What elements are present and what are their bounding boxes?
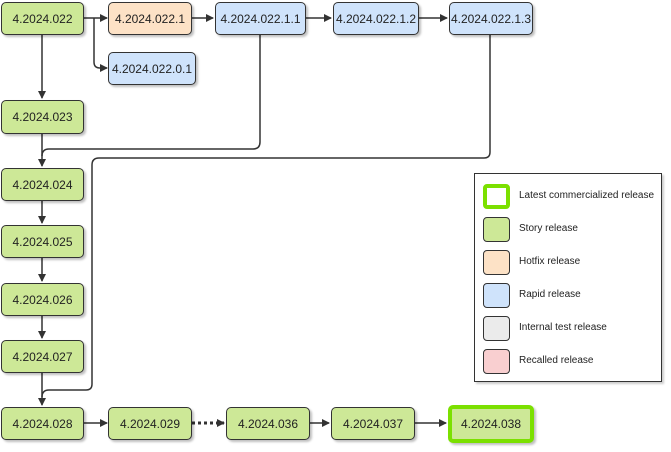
node-4-2024-027: 4.2024.027 <box>1 340 84 373</box>
legend-label-recalled: Recalled release <box>519 355 594 366</box>
legend-swatch-internal <box>483 316 510 341</box>
legend-label-internal: Internal test release <box>519 322 607 333</box>
node-4-2024-028: 4.2024.028 <box>1 407 84 440</box>
legend-label-story: Story release <box>519 223 578 234</box>
node-4-2024-022: 4.2024.022 <box>1 2 84 35</box>
node-4-2024-037: 4.2024.037 <box>331 407 415 440</box>
legend-label-latest: Latest commercialized release <box>519 190 655 201</box>
legend-label-hotfix: Hotfix release <box>519 256 581 267</box>
node-4-2024-022-1-1: 4.2024.022.1.1 <box>215 2 306 35</box>
legend-item-story: Story release <box>483 217 659 243</box>
node-4-2024-022-1-2: 4.2024.022.1.2 <box>333 2 419 35</box>
merge-022-1-1-to-024 <box>41 35 261 157</box>
legend-item-hotfix: Hotfix release <box>483 250 659 276</box>
legend-item-latest: Latest commercialized release <box>483 184 659 210</box>
arrow-022-to-022-0-1 <box>93 18 108 72</box>
merge-022-1-3-to-028 <box>41 35 491 398</box>
legend-swatch-latest <box>483 184 510 209</box>
legend-item-internal: Internal test release <box>483 316 659 342</box>
legend-swatch-hotfix <box>483 250 510 275</box>
node-4-2024-022-0-1: 4.2024.022.0.1 <box>108 52 196 85</box>
node-4-2024-023: 4.2024.023 <box>1 100 84 134</box>
legend-item-recalled: Recalled release <box>483 349 659 375</box>
legend-swatch-story <box>483 217 510 242</box>
node-4-2024-036: 4.2024.036 <box>226 407 310 440</box>
legend-swatch-rapid <box>483 283 510 308</box>
legend: Latest commercialized release Story rele… <box>474 173 662 382</box>
node-4-2024-022-1-3: 4.2024.022.1.3 <box>449 2 533 35</box>
legend-swatch-recalled <box>483 349 510 374</box>
node-4-2024-024: 4.2024.024 <box>1 168 84 201</box>
node-4-2024-029: 4.2024.029 <box>108 407 192 440</box>
node-4-2024-026: 4.2024.026 <box>1 283 84 316</box>
legend-item-rapid: Rapid release <box>483 283 659 309</box>
node-4-2024-038-latest: 4.2024.038 <box>448 405 534 443</box>
node-4-2024-022-1: 4.2024.022.1 <box>108 2 192 35</box>
node-4-2024-025: 4.2024.025 <box>1 225 84 258</box>
legend-label-rapid: Rapid release <box>519 289 581 300</box>
